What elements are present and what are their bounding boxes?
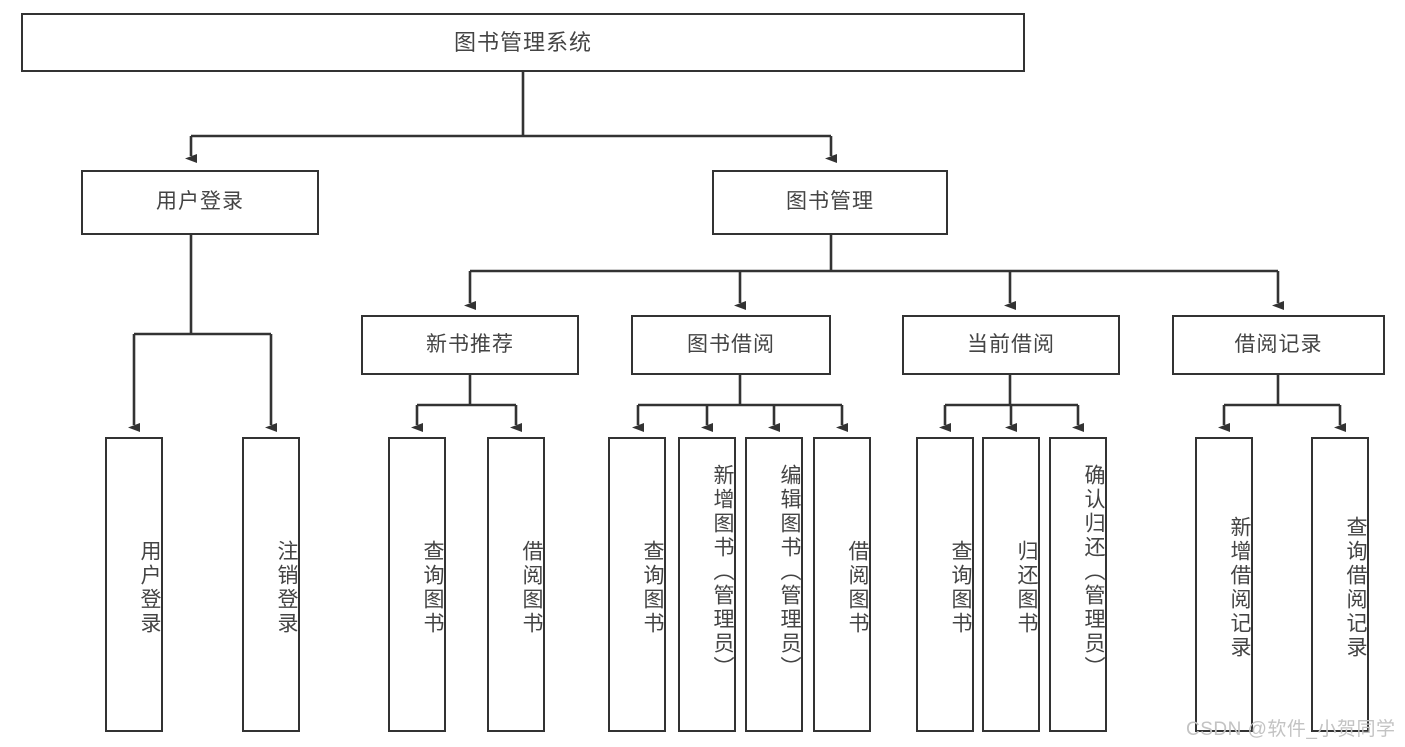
node-label: 查询借阅记录 bbox=[1344, 515, 1367, 660]
leaf-borrow-book-recommend[interactable]: 借阅图书 bbox=[487, 437, 545, 732]
node-label: 图书借阅 bbox=[687, 332, 775, 356]
node-label: 用户登录 bbox=[138, 539, 161, 636]
node-label: 借阅记录 bbox=[1234, 332, 1323, 356]
node-label: 归还图书 bbox=[1015, 539, 1038, 636]
leaf-query-borrow-record[interactable]: 查询借阅记录 bbox=[1311, 437, 1369, 732]
node-book-management[interactable]: 图书管理 bbox=[712, 170, 948, 235]
node-label: 图书管理 bbox=[786, 190, 874, 214]
node-label: 查询图书 bbox=[949, 539, 972, 636]
node-label: 当前借阅 bbox=[967, 332, 1055, 356]
csdn-watermark: CSDN @软件_小贺同学 bbox=[1186, 719, 1396, 740]
node-label: 新书推荐 bbox=[426, 332, 514, 356]
node-label: 查询图书 bbox=[641, 539, 664, 636]
leaf-confirm-return[interactable]: 确认归还（管理员） bbox=[1049, 437, 1107, 732]
node-borrow-record[interactable]: 借阅记录 bbox=[1172, 315, 1385, 375]
leaf-user-logout[interactable]: 注销登录 bbox=[242, 437, 300, 732]
node-label: 新增图书（管理员） bbox=[711, 463, 734, 680]
node-current-borrow[interactable]: 当前借阅 bbox=[902, 315, 1120, 375]
leaf-add-borrow-record[interactable]: 新增借阅记录 bbox=[1195, 437, 1253, 732]
node-new-book-recommend[interactable]: 新书推荐 bbox=[361, 315, 579, 375]
leaf-borrow-book[interactable]: 借阅图书 bbox=[813, 437, 871, 732]
node-label: 注销登录 bbox=[275, 539, 298, 636]
node-label: 查询图书 bbox=[421, 539, 444, 636]
node-label: 新增借阅记录 bbox=[1228, 515, 1251, 660]
leaf-query-book-recommend[interactable]: 查询图书 bbox=[388, 437, 446, 732]
node-label: 图书管理系统 bbox=[453, 29, 592, 55]
node-label: 借阅图书 bbox=[520, 539, 543, 636]
node-label: 编辑图书（管理员） bbox=[778, 463, 801, 680]
node-label: 确认归还（管理员） bbox=[1082, 463, 1105, 680]
leaf-query-book-borrow[interactable]: 查询图书 bbox=[608, 437, 666, 732]
node-label: 借阅图书 bbox=[846, 539, 869, 636]
node-book-borrow[interactable]: 图书借阅 bbox=[631, 315, 831, 375]
leaf-query-book-current[interactable]: 查询图书 bbox=[916, 437, 974, 732]
leaf-edit-book[interactable]: 编辑图书（管理员） bbox=[745, 437, 803, 732]
node-user-login[interactable]: 用户登录 bbox=[81, 170, 319, 235]
node-root-book-management-system[interactable]: 图书管理系统 bbox=[21, 13, 1025, 72]
node-label: 用户登录 bbox=[156, 190, 244, 214]
leaf-user-login[interactable]: 用户登录 bbox=[105, 437, 163, 732]
leaf-add-book[interactable]: 新增图书（管理员） bbox=[678, 437, 736, 732]
leaf-return-book[interactable]: 归还图书 bbox=[982, 437, 1040, 732]
